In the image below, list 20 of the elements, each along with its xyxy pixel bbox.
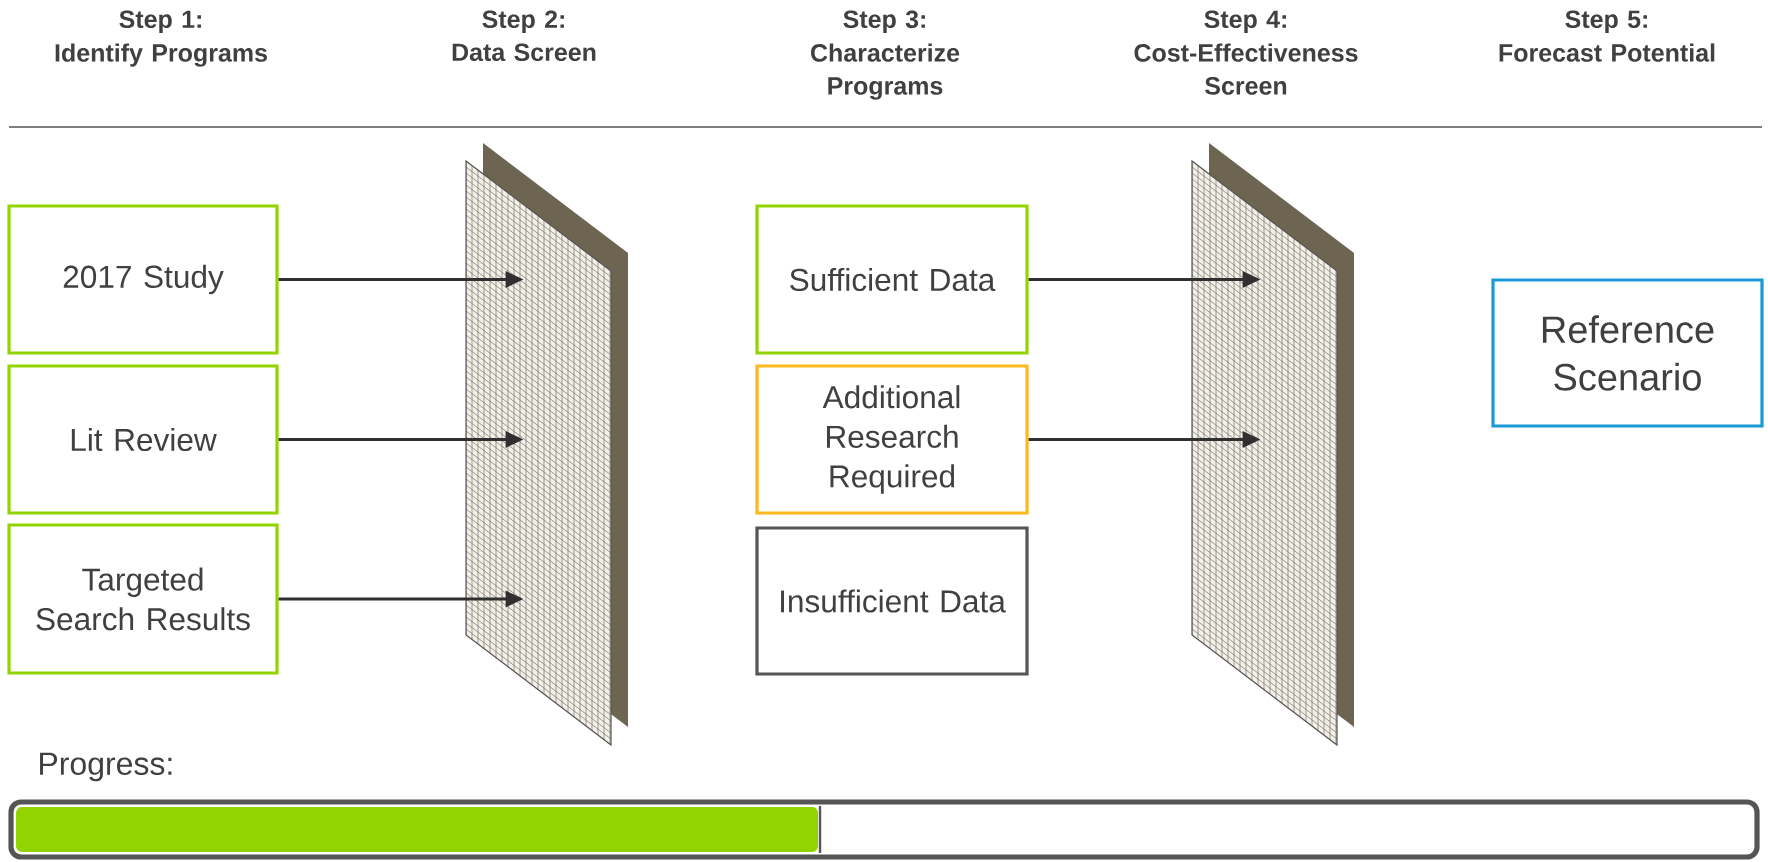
text-box: 2017 Study bbox=[7, 204, 279, 355]
step-number: Step 1: bbox=[119, 10, 201, 34]
step-title: Identify Programs bbox=[55, 43, 267, 67]
text-box: Lit Review bbox=[7, 364, 279, 515]
step-title: Cost-Effectiveness Screen bbox=[1134, 43, 1358, 95]
step-number: Step 2: bbox=[482, 10, 564, 34]
text-box: Targeted Search Results bbox=[7, 523, 279, 675]
text-box: Insufficient Data bbox=[755, 526, 1029, 676]
step-number: Step 5: bbox=[1565, 10, 1647, 34]
step-number: Step 3: bbox=[843, 10, 925, 34]
progress-label: Progress: bbox=[40, 752, 172, 782]
screen-drawing bbox=[1191, 143, 1354, 747]
step-title: Characterize Programs bbox=[811, 43, 960, 100]
screen-drawing bbox=[465, 143, 628, 747]
step-title: Data Screen bbox=[452, 43, 596, 62]
step-title: Forecast Potential bbox=[1499, 43, 1715, 62]
step-number: Step 4: bbox=[1204, 10, 1286, 34]
text-box: Additional Research Required bbox=[755, 364, 1029, 515]
text-box: Reference Scenario bbox=[1491, 278, 1764, 428]
text-box: Sufficient Data bbox=[755, 204, 1029, 355]
